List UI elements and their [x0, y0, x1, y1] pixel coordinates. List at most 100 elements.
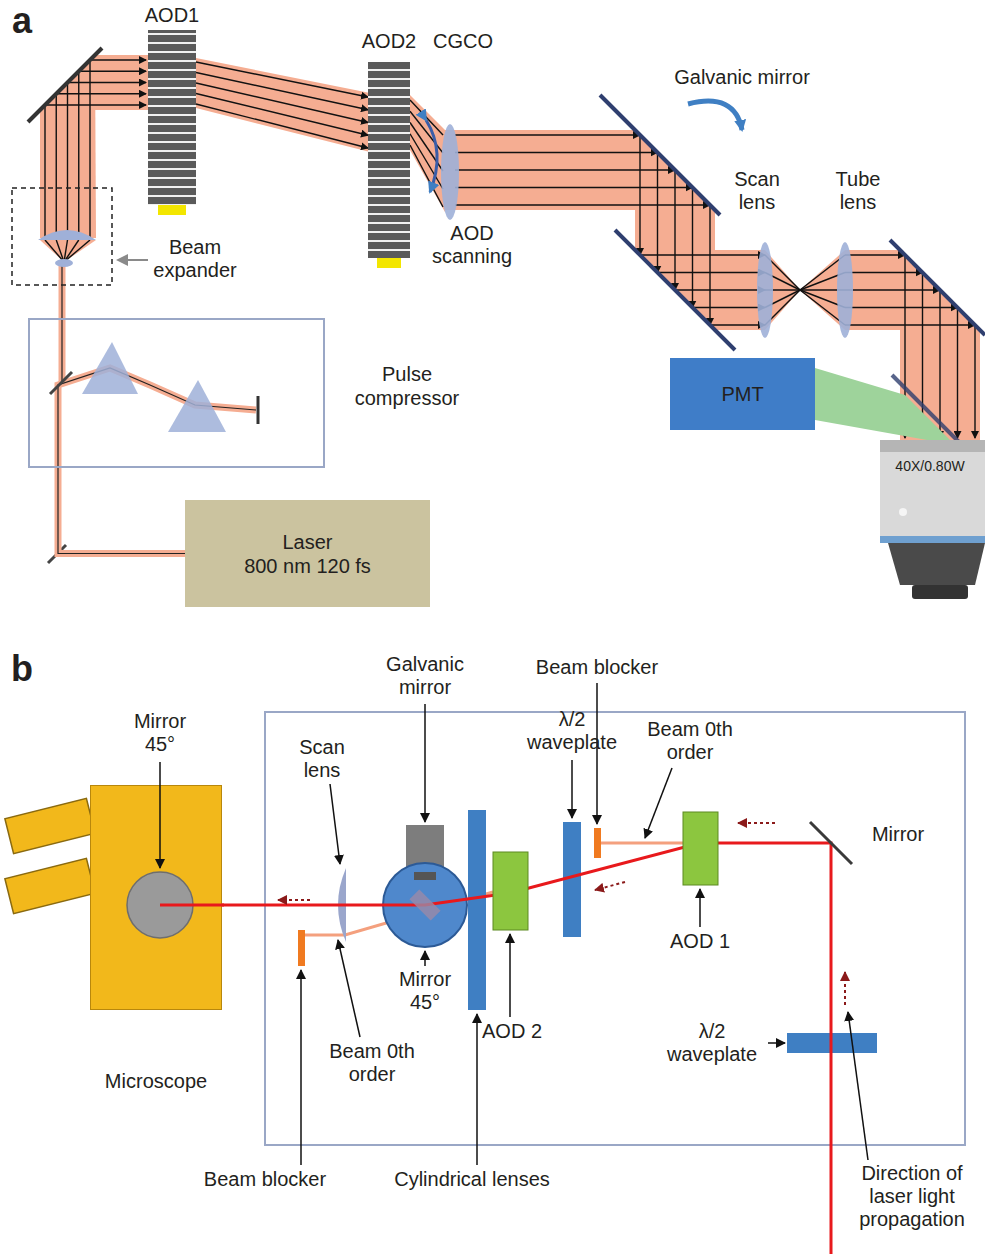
mirror: [257, 396, 260, 424]
drawing-part: [278, 899, 310, 901]
objective: [899, 508, 907, 516]
prism: [168, 380, 226, 432]
part-label: Mirror 45°: [385, 968, 465, 1014]
beam-blocker: [298, 930, 305, 966]
microscope-mirror: [127, 872, 193, 938]
drawing-part: [330, 784, 340, 864]
objective: [880, 452, 985, 540]
drawing-part: [89, 60, 90, 238]
compressor-box: Pulse compressor: [28, 318, 325, 468]
drawing-part: [455, 134, 640, 135]
node-label: Microscope: [105, 1069, 207, 1093]
drawing-part: [595, 882, 625, 890]
leader-arrow: [159, 762, 161, 868]
node-label: Pulse compressor: [347, 362, 467, 410]
drawing-part: [738, 822, 775, 824]
drawing-part: [300, 970, 302, 1165]
rotation-arrow: [688, 101, 742, 130]
drawing-part: [68, 82, 147, 83]
drawing-part: [635, 250, 765, 330]
drawing-part: [848, 1012, 868, 1160]
drawing-part: [844, 972, 846, 1005]
drawing-part: [939, 290, 940, 438]
tube-lens: [837, 242, 853, 338]
drawing-part: [196, 94, 368, 136]
eyepiece: [5, 858, 95, 913]
drawing-part: [845, 272, 923, 273]
node-text-holder: Microscope: [105, 1069, 207, 1093]
expander-lens: [55, 259, 73, 267]
drawing-part: [596, 683, 598, 824]
laser-box: Laser800 nm 120 fs: [185, 500, 430, 607]
mirror: [810, 822, 852, 864]
part-label: CGCO: [433, 30, 493, 53]
part-label: Mirror: [872, 823, 924, 846]
drawing-part: [509, 934, 511, 1017]
scan-arrow: [426, 120, 437, 192]
node-label: PMT: [721, 382, 763, 406]
prism: [82, 342, 138, 394]
part-label: Direction of laser light propagation: [850, 1162, 975, 1231]
part-label: Beam 0th order: [640, 718, 740, 764]
drawing-part: [196, 58, 370, 152]
drawing-part: [476, 1014, 478, 1165]
drawing-part: [58, 368, 256, 467]
drawing-part: [768, 1042, 785, 1044]
aod-crystal: [148, 30, 196, 205]
drawing-part: [196, 73, 368, 110]
part-label: AOD scanning: [422, 222, 522, 268]
objective: [880, 536, 985, 543]
part-label: AOD 1: [670, 930, 730, 953]
drawing-part: [56, 94, 57, 238]
drawing-part: [58, 368, 256, 467]
galvo-shaft: [414, 872, 436, 880]
drawing-part: [45, 240, 64, 262]
node-text-holder: Pulse compressor: [347, 362, 467, 410]
part-label: b: [11, 648, 33, 689]
scan-lens: [757, 242, 773, 338]
drawing-part: [424, 704, 426, 822]
drawing-part: [455, 152, 658, 153]
drawing-part: [571, 760, 573, 818]
drawing-part: [59, 262, 66, 382]
drawing-part: [710, 324, 765, 325]
drawing-part: [845, 254, 905, 255]
node-text-holder: Laser800 nm 120 fs: [185, 500, 430, 607]
drawing-part: [79, 71, 146, 72]
part-label: a: [12, 0, 32, 41]
drawing-part: [90, 59, 146, 60]
objective: [912, 585, 968, 599]
drawing-part: [196, 104, 368, 148]
drawing-part: [699, 889, 701, 927]
part-label: Scan lens: [292, 736, 352, 782]
drawing-part: [45, 104, 146, 105]
drawing-part: [675, 289, 765, 290]
beam-blocker: [594, 828, 601, 858]
drawing-part: [658, 272, 766, 273]
laser-beam: [160, 843, 831, 1254]
part-label: Scan lens: [727, 168, 787, 214]
transducer: [158, 205, 186, 215]
part-label: Mirror 45°: [120, 710, 200, 756]
galvo-mirror: [409, 889, 440, 920]
drawing-part: [845, 324, 975, 325]
drawing-part: [693, 307, 766, 308]
part-label: Beam blocker: [536, 656, 658, 679]
mirror: [28, 48, 102, 122]
part-label: 40X/0.80W: [895, 458, 964, 474]
propagation-arrow: [278, 823, 845, 1005]
laser-beam-connector: [58, 468, 185, 554]
transducer: [377, 258, 401, 268]
drawing-part: [338, 940, 360, 1037]
drawing-part: [196, 83, 368, 123]
part-label: Beam 0th order: [322, 1040, 422, 1086]
drawing-part: [61, 262, 62, 382]
drawing-part: [64, 240, 90, 262]
drawing-part: [845, 289, 940, 290]
drawing-part: [40, 240, 96, 262]
expander-lens: [38, 230, 96, 240]
laser-beam: [160, 904, 224, 907]
drawing-part: [56, 93, 146, 94]
part-label: Galvanic mirror: [370, 653, 480, 699]
drawing-part: [67, 83, 68, 239]
